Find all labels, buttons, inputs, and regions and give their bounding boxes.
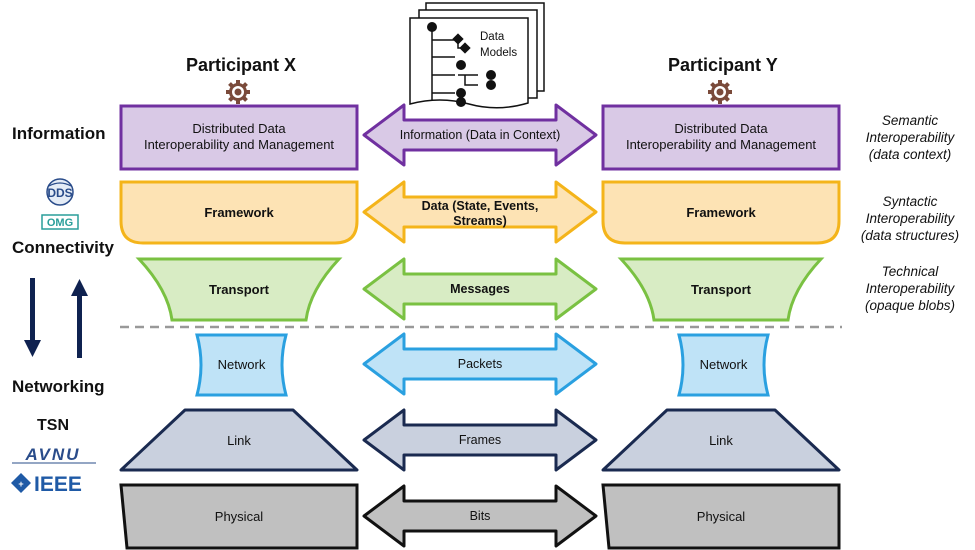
messages-double-arrow: [362, 257, 598, 321]
omg-logo: OMG: [41, 214, 79, 230]
gear-icon: [708, 80, 732, 104]
data-arrow-line1: Data (State, Events,: [421, 199, 539, 213]
semantic-line1: Semantic: [881, 113, 939, 128]
link-layer-right: [601, 408, 841, 472]
information-layer-label-left: Distributed Data Interoperability and Ma…: [121, 121, 357, 153]
transport-layer-right: [617, 257, 825, 322]
data-arrow-label: Data (State, Events, Streams): [380, 199, 580, 229]
information-layer-line1: Distributed Data: [192, 121, 286, 136]
networking-side-label: Networking: [12, 377, 105, 396]
tsn-side-label: TSN: [37, 417, 69, 434]
participant-y-title: Participant Y: [668, 55, 778, 75]
svg-text:+: +: [18, 479, 23, 489]
down-arrow-icon: [24, 278, 41, 357]
network-label-right: Network: [699, 357, 748, 372]
bits-double-arrow: [362, 484, 598, 548]
network-layer-left: [195, 333, 288, 397]
frames-arrow-label: Frames: [458, 433, 502, 447]
syntactic-line2: Interoperability: [865, 211, 955, 226]
technical-interoperability-label: Technical Interoperability (opaque blobs…: [845, 263, 975, 314]
data-models-label-2: Models: [480, 47, 517, 59]
packets-arrow-label: Packets: [457, 357, 503, 371]
semantic-line3: (data context): [868, 147, 952, 162]
information-double-arrow: [362, 103, 598, 167]
network-layer-right: [677, 333, 770, 397]
transport-label-left: Transport: [209, 282, 269, 297]
data-models-document-icon: Data Models: [409, 2, 545, 109]
information-side-label: Information: [12, 124, 106, 143]
link-label-left: Link: [227, 433, 251, 448]
data-models-label-1: Data: [480, 31, 505, 43]
data-arrow-line2: Streams): [453, 214, 507, 228]
dds-logo: DDS: [46, 178, 74, 206]
data-double-arrow: [362, 180, 598, 244]
physical-label-left: Physical: [214, 509, 264, 524]
link-label-right: Link: [709, 433, 733, 448]
avnu-logo-text: AVNU: [25, 445, 81, 464]
technical-line2: Interoperability: [865, 281, 955, 296]
omg-logo-text: OMG: [47, 217, 73, 229]
bits-arrow-label: Bits: [469, 509, 491, 523]
information-layer-right: [601, 104, 841, 171]
transport-label-right: Transport: [691, 282, 751, 297]
avnu-logo: AVNU: [12, 445, 96, 464]
connectivity-side-label: Connectivity: [12, 238, 115, 257]
ieee-logo-text: IEEE: [34, 473, 82, 496]
physical-layer-left: [119, 483, 359, 550]
physical-layer-right: [601, 483, 841, 550]
framework-label-left: Framework: [204, 205, 274, 220]
information-layer-line2: Interoperability and Management: [143, 137, 335, 152]
network-label-left: Network: [217, 357, 266, 372]
frames-double-arrow: [362, 408, 598, 472]
information-layer-line2: Interoperability and Management: [625, 137, 817, 152]
messages-arrow-label: Messages: [450, 282, 510, 296]
participant-x-title: Participant X: [186, 55, 297, 75]
gear-icon: [226, 80, 250, 104]
dds-logo-text: DDS: [47, 186, 72, 200]
technical-line1: Technical: [881, 264, 939, 279]
syntactic-line3: (data structures): [860, 228, 960, 243]
up-arrow-icon: [71, 279, 88, 358]
information-layer-left: [119, 104, 359, 171]
link-layer-left: [119, 408, 359, 472]
semantic-interoperability-label: Semantic Interoperability (data context): [845, 112, 975, 163]
syntactic-interoperability-label: Syntactic Interoperability (data structu…: [845, 193, 975, 244]
information-layer-label-right: Distributed Data Interoperability and Ma…: [603, 121, 839, 153]
syntactic-line1: Syntactic: [882, 194, 938, 209]
semantic-line2: Interoperability: [865, 130, 955, 145]
ieee-logo: + IEEE: [11, 473, 82, 496]
framework-label-right: Framework: [686, 205, 756, 220]
physical-label-right: Physical: [696, 509, 746, 524]
information-layer-line1: Distributed Data: [674, 121, 768, 136]
transport-layer-left: [135, 257, 343, 322]
framework-layer-left: [119, 180, 359, 245]
packets-double-arrow: [362, 332, 598, 396]
information-arrow-label: Information (Data in Context): [399, 128, 561, 142]
technical-line3: (opaque blobs): [864, 298, 956, 313]
framework-layer-right: [601, 180, 841, 245]
